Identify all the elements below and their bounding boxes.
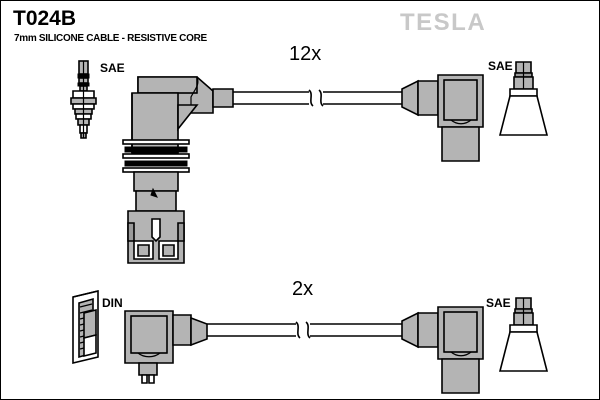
cable-break-symbol-top	[308, 89, 324, 107]
cable-top	[233, 89, 402, 107]
cable-bottom	[207, 321, 402, 339]
label-din-bottom-left: DIN	[102, 296, 123, 310]
connector-boot-bottom-left	[124, 310, 208, 384]
page-subtitle: 7mm SILICONE CABLE - RESISTIVE CORE	[14, 33, 207, 44]
label-sae-bottom-right: SAE	[486, 296, 511, 310]
label-sae-top-right: SAE	[488, 59, 513, 73]
brand-logo-text: TESLA	[400, 9, 487, 36]
spark-plug-icon	[70, 60, 97, 139]
connector-boot-bottom-right	[401, 306, 484, 394]
page-title: T024B	[13, 7, 77, 30]
connector-boot-top-right	[401, 74, 484, 162]
quantity-label-top: 12x	[289, 43, 322, 65]
label-sae-top-left: SAE	[100, 61, 125, 75]
quantity-label-bottom: 2x	[292, 278, 314, 300]
rubber-boot-icon-top-right	[498, 61, 549, 136]
connector-boot-top-left	[122, 76, 234, 264]
cable-break-symbol-bottom	[295, 321, 311, 339]
rubber-boot-icon-bottom-right	[498, 297, 549, 372]
din-socket-icon	[72, 289, 99, 365]
